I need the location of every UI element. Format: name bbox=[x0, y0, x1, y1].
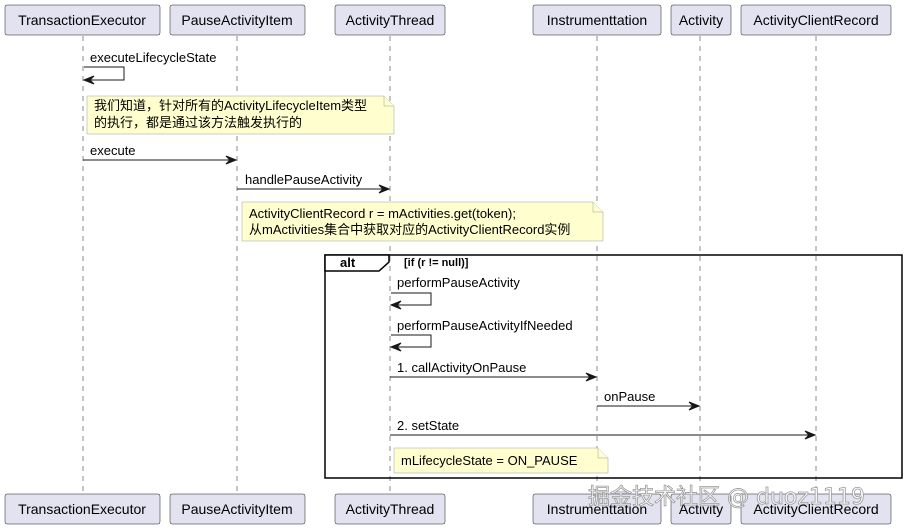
note-line: ActivityClientRecord r = mActivities.get… bbox=[249, 206, 516, 221]
participant-bottom-activity-client-record: ActivityClientRecord bbox=[740, 493, 892, 525]
participant-top-transaction-executor: TransactionExecutor bbox=[4, 4, 161, 36]
participant-top-pause-activity-item: PauseActivityItem bbox=[169, 4, 306, 36]
participant-label: ActivityThread bbox=[346, 12, 435, 28]
participant-label: TransactionExecutor bbox=[18, 501, 146, 517]
message-label: executeLifecycleState bbox=[90, 50, 216, 65]
message-label: handlePauseActivity bbox=[245, 172, 363, 187]
message-execute-lifecycle-state: executeLifecycleState bbox=[82, 50, 216, 85]
participant-bottom-transaction-executor: TransactionExecutor bbox=[4, 493, 161, 525]
note-line: mLifecycleState = ON_PAUSE bbox=[401, 453, 578, 468]
participant-bottom-activity-thread: ActivityThread bbox=[334, 493, 446, 525]
participant-top-instrumentation: Instrumenttation bbox=[532, 4, 662, 36]
alt-label: alt bbox=[340, 255, 356, 270]
participant-label: Instrumenttation bbox=[547, 501, 647, 517]
message-label: execute bbox=[90, 143, 136, 158]
message-label: onPause bbox=[604, 389, 655, 404]
participant-label: Activity bbox=[679, 12, 723, 28]
message-label: performPauseActivity bbox=[397, 275, 520, 290]
participant-bottom-activity: Activity bbox=[670, 493, 732, 525]
note-activity-client-record: ActivityClientRecord r = mActivities.get… bbox=[241, 201, 604, 242]
participant-label: ActivityClientRecord bbox=[753, 501, 878, 517]
note-line: 从mActivities集合中获取对应的ActivityClientRecord… bbox=[249, 222, 570, 237]
message-perform-pause-activity-if-needed: performPauseActivityIfNeeded bbox=[389, 318, 573, 352]
message-call-activity-on-pause: 1. callActivityOnPause bbox=[390, 360, 598, 382]
message-perform-pause-activity: performPauseActivity bbox=[389, 275, 520, 310]
participant-bottom-instrumentation: Instrumenttation bbox=[532, 493, 662, 525]
participant-label: PauseActivityItem bbox=[181, 501, 292, 517]
message-execute: execute bbox=[83, 143, 238, 165]
participant-top-activity: Activity bbox=[670, 4, 732, 36]
participant-label: PauseActivityItem bbox=[181, 12, 292, 28]
message-handle-pause-activity: handlePauseActivity bbox=[237, 172, 391, 194]
message-label: 1. callActivityOnPause bbox=[397, 360, 526, 375]
alt-condition: [if (r != null)] bbox=[404, 257, 469, 269]
note-lifecycle-item: 我们知道，针对所有的ActivityLifecycleItem类型 的执行，都是… bbox=[86, 95, 395, 135]
participant-label: TransactionExecutor bbox=[18, 12, 146, 28]
note-lifecycle-state: mLifecycleState = ON_PAUSE bbox=[393, 447, 609, 474]
participant-top-activity-client-record: ActivityClientRecord bbox=[740, 4, 892, 36]
message-label: performPauseActivityIfNeeded bbox=[397, 318, 573, 333]
participant-bottom-pause-activity-item: PauseActivityItem bbox=[169, 493, 306, 525]
participant-label: Instrumenttation bbox=[547, 12, 647, 28]
note-line: 的执行，都是通过该方法触发执行的 bbox=[94, 115, 302, 130]
participant-label: Activity bbox=[679, 501, 723, 517]
participant-label: ActivityClientRecord bbox=[753, 12, 878, 28]
message-on-pause: onPause bbox=[597, 389, 701, 411]
message-set-state: 2. setState bbox=[390, 418, 817, 440]
alt-fragment: alt [if (r != null)] bbox=[324, 254, 903, 479]
participant-label: ActivityThread bbox=[346, 501, 435, 517]
watermark: 掘金技术社区 @ duoz1119 bbox=[588, 485, 865, 510]
message-label: 2. setState bbox=[397, 418, 459, 433]
participant-top-activity-thread: ActivityThread bbox=[334, 4, 446, 36]
note-line: 我们知道，针对所有的ActivityLifecycleItem类型 bbox=[94, 98, 367, 113]
